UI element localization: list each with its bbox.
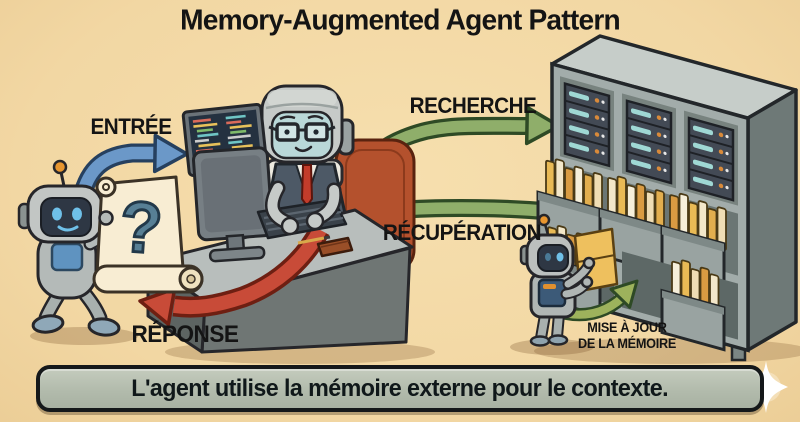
folders-icon-2: [607, 175, 665, 234]
server-stack-3: [687, 116, 735, 202]
antenna-icon: [537, 213, 551, 227]
shelf-side: [746, 88, 798, 352]
agent-arms: [265, 180, 342, 236]
front-monitor: [191, 146, 274, 263]
server-stack-2: [625, 99, 673, 185]
label-retrieval: RÉCUPÉRATION: [382, 220, 542, 245]
label-memory-update: MISE À JOUR DE LA MÉMOIRE: [578, 320, 676, 352]
antenna-icon: [52, 159, 68, 175]
label-memory-update-line2: DE LA MÉMOIRE: [577, 336, 677, 351]
drawer-row-a: [536, 158, 738, 292]
folders-icon-3: [669, 192, 727, 251]
response-arrow: [138, 224, 330, 327]
agent-robot: [249, 84, 355, 238]
caption-banner: L'agent utilise la mémoire externe pour …: [36, 365, 764, 412]
label-memory-update-line1: MISE À JOUR: [587, 320, 667, 335]
label-response: RÉPONSE: [131, 321, 239, 348]
server-racks-icon: [560, 76, 738, 206]
memory-robot: [519, 213, 619, 347]
label-input: ENTRÉE: [90, 114, 172, 139]
notebook-icon: [316, 236, 354, 258]
label-search: RECHERCHE: [409, 93, 537, 118]
pencil-icon: [297, 235, 331, 245]
robot-face-screen: [40, 197, 92, 237]
page-title: Memory-Augmented Agent Pattern: [180, 4, 621, 37]
server-stack-1: [563, 82, 611, 168]
robot-hand: [98, 210, 114, 226]
scroll: [92, 175, 204, 294]
caption-text: L'agent utilise la mémoire externe pour …: [131, 374, 669, 402]
user-robot: [17, 159, 121, 337]
chest-panel: [50, 242, 84, 272]
question-mark: ?: [116, 185, 167, 271]
